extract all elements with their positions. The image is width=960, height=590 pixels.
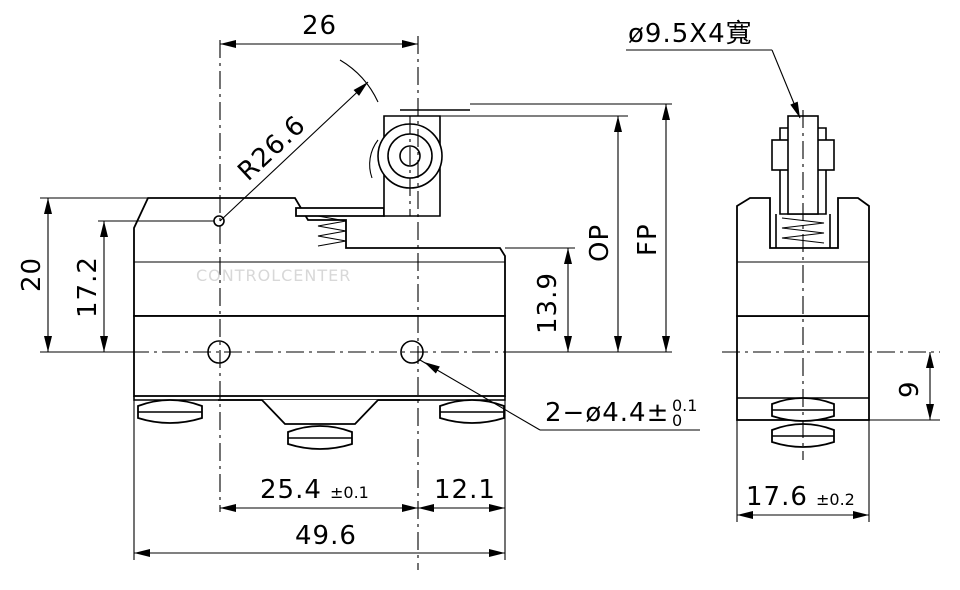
dim-height-20: 20	[17, 257, 47, 292]
dim-pitch-tol: ±0.1	[330, 483, 369, 502]
switch-housing-base	[133, 315, 506, 397]
dim-fp: FP	[633, 223, 663, 256]
dim-pitch: 25.4	[260, 475, 322, 505]
terminal-screws	[137, 399, 505, 450]
dim-holes: 2−ø4.4±	[545, 398, 669, 428]
front-view: 26 R26.6 20 17.2 13.9 OP FP	[17, 11, 700, 570]
side-view: ø9.5X4寬 9 17.6 ±0.2	[626, 19, 940, 522]
dim-length-49-6: 49.6	[295, 521, 357, 551]
dim-offset-12-1: 12.1	[434, 475, 496, 505]
dim-roller-callout: ø9.5X4寬	[628, 19, 753, 49]
watermark: CONTROLCENTER	[196, 266, 351, 285]
dim-height-17-2: 17.2	[73, 256, 103, 318]
dim-holes-tol-upper: 0.1	[672, 396, 697, 415]
lever-arm	[295, 207, 385, 217]
dim-depth: 17.6	[746, 482, 808, 512]
dim-op: OP	[585, 224, 615, 262]
dim-radius: R26.6	[232, 110, 312, 187]
dim-holes-tol-lower: 0	[672, 411, 682, 430]
dim-depth-tol: ±0.2	[816, 490, 855, 509]
spring	[317, 215, 347, 247]
switch-housing-top	[133, 197, 506, 317]
dim-height-9: 9	[895, 380, 925, 398]
dim-width-26: 26	[302, 11, 337, 41]
dim-height-13-9: 13.9	[533, 272, 563, 334]
